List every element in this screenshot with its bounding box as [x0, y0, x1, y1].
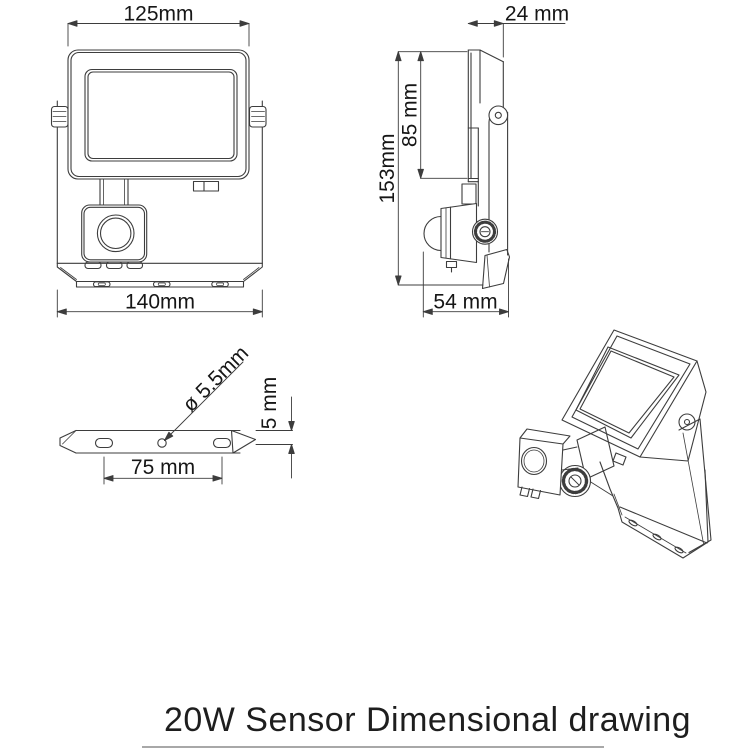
dimension-125mm — [67, 20, 250, 47]
mounting-plate-view — [59, 361, 295, 485]
perspective-pir-sensor — [517, 428, 579, 500]
dimension-153mm — [395, 51, 484, 286]
bracket-knob-right — [248, 105, 267, 128]
lamp-body — [67, 49, 250, 180]
dimension-75mm — [103, 456, 223, 485]
dimension-140mm — [56, 289, 263, 318]
bracket-arm — [481, 105, 511, 290]
page-title: 20W Sensor Dimensional drawing — [163, 701, 692, 739]
bracket-knob-left — [50, 105, 69, 128]
plate-hole-spacing-label: 75 mm — [131, 456, 195, 479]
pir-sensor — [81, 204, 148, 270]
side-view — [395, 20, 566, 318]
side-width-bottom-label: 54 mm — [433, 291, 497, 314]
perspective-neck — [576, 426, 615, 480]
perspective-bracket-arm — [678, 413, 712, 554]
side-depth-top-label: 24 mm — [505, 3, 569, 26]
side-body — [467, 49, 504, 207]
locking-knob-side — [471, 218, 499, 245]
front-view — [50, 20, 267, 318]
pir-sensor-side — [423, 183, 478, 273]
perspective-locking-knob — [558, 464, 592, 498]
dimension-plate-thickness — [255, 396, 295, 479]
bottom-flange — [56, 262, 263, 288]
front-width-bottom-label: 140mm — [125, 291, 195, 314]
plate-hole-diameter-label: ø 5.5mm — [178, 342, 253, 417]
perspective-view — [517, 329, 712, 559]
perspective-housing — [599, 461, 709, 559]
side-height-body-label: 85 mm — [399, 83, 422, 147]
title-underline — [142, 746, 604, 748]
dimension-54mm — [422, 251, 509, 318]
side-height-overall-label: 153mm — [376, 133, 399, 203]
plate-thickness-label: 5 mm — [258, 377, 281, 430]
front-width-top-label: 125mm — [123, 3, 193, 26]
perspective-lamp-head — [561, 329, 707, 466]
dimension-85mm — [397, 51, 468, 179]
mounting-plate — [59, 429, 257, 454]
dimension-hole-diameter — [164, 361, 244, 441]
cable-clip — [192, 180, 220, 192]
dimension-24mm — [467, 20, 566, 58]
